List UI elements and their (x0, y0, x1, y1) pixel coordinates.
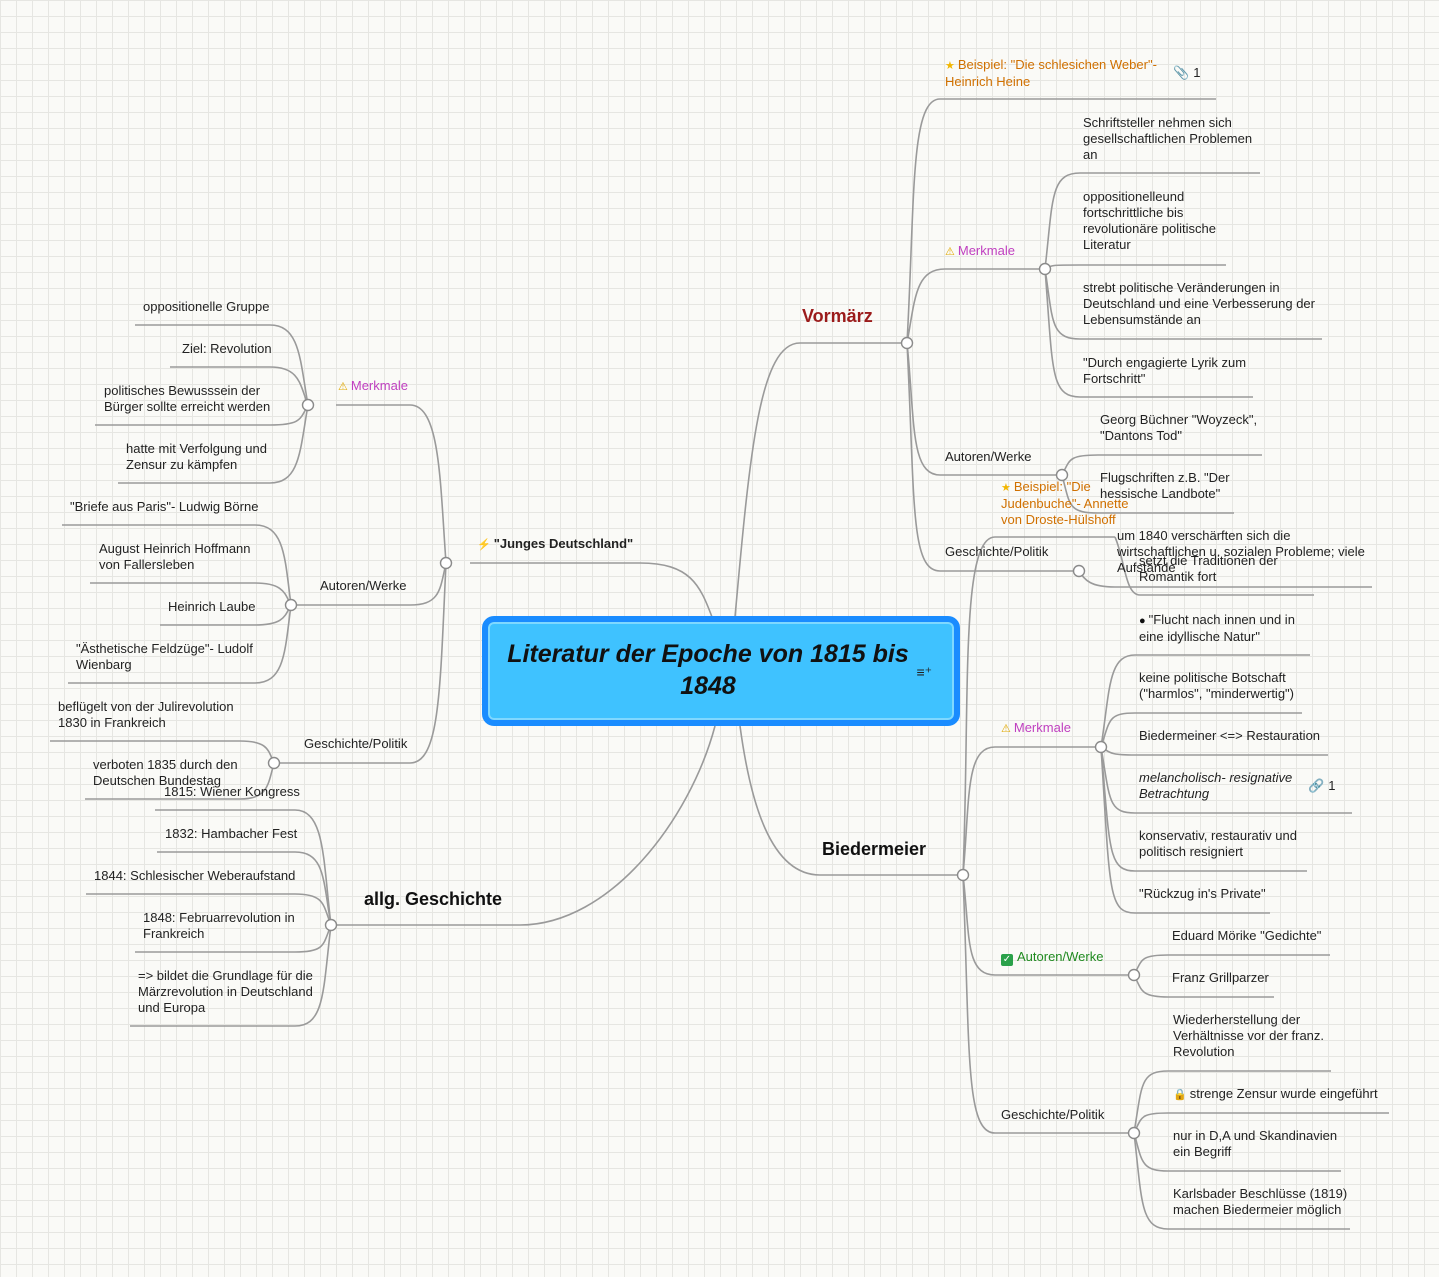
topic-label: Merkmale (957, 243, 1015, 258)
bm-autor-item[interactable]: Eduard Mörike "Gedichte" (1172, 928, 1322, 943)
item-label: "Flucht nach innen und in eine idyllisch… (1139, 612, 1295, 644)
topic-biedermeier[interactable]: Biedermeier (822, 839, 927, 859)
allg-geschichte-item[interactable]: 1832: Hambacher Fest (165, 826, 298, 841)
paperclip-icon: 📎 (1173, 65, 1190, 80)
jd-autor-item[interactable]: "Briefe aus Paris"- Ludwig Börne (70, 499, 259, 514)
bm-merkmal-item[interactable]: "Rückzug in's Private" (1139, 886, 1266, 901)
topic-label: Beispiel: "Die schlesichen Weber"- Heinr… (945, 57, 1157, 89)
jd-merkmal-item[interactable]: politisches Bewusssein der Bürger sollte… (104, 383, 271, 414)
bm-geschichte-item[interactable]: nur in D,A und Skandinavien ein Begriff (1173, 1128, 1338, 1159)
bm-beispiel-item[interactable]: setzt die Traditionen der Romantik fort (1139, 553, 1278, 584)
vm-geschichte-item[interactable]: um 1840 verschärften sich die wirtschaft… (1117, 528, 1365, 575)
topic-label: Beispiel: "Die Judenbuche"- Annette von … (1001, 479, 1129, 527)
star-icon: ★ (1001, 482, 1011, 494)
warning-icon: ⚠ (1001, 723, 1011, 735)
bm-merkmal-item[interactable]: keine politische Botschaft ("harmlos", "… (1139, 670, 1294, 701)
checkmark-icon: ✓ (1001, 954, 1013, 966)
topic-vm-geschichte[interactable]: Geschichte/Politik (945, 544, 1049, 559)
central-topic[interactable]: Literatur der Epoche von 1815 bis 1848 ≡… (482, 616, 960, 726)
topic-jd-geschichte[interactable]: Geschichte/Politik (304, 736, 408, 751)
vm-autor-item[interactable]: Georg Büchner "Woyzeck", "Dantons Tod" (1100, 412, 1258, 443)
link-icon: 🔗 (1308, 778, 1325, 793)
jd-geschichte-item[interactable]: verboten 1835 durch den Deutschen Bundes… (93, 757, 238, 788)
attachment-badge[interactable]: 📎1 (1173, 65, 1200, 81)
bm-merkmal-item[interactable]: Biedermeiner <=> Restauration (1139, 728, 1321, 743)
jd-autor-item[interactable]: "Ästhetische Feldzüge"- Ludolf Wienbarg (76, 641, 253, 672)
link-count: 1 (1328, 778, 1336, 793)
central-topic-title: Literatur der Epoche von 1815 bis 1848 (507, 640, 909, 700)
jd-merkmal-item[interactable]: oppositionelle Gruppe (143, 299, 270, 314)
vm-merkmal-item[interactable]: "Durch engagierte Lyrik zum Fortschritt" (1083, 355, 1247, 386)
item-label: strenge Zensur wurde eingeführt (1189, 1086, 1378, 1101)
vm-merkmal-item[interactable]: Schriftsteller nehmen sich gesellschaftl… (1083, 115, 1253, 162)
vm-merkmal-item[interactable]: oppositionelleund fortschrittliche bis r… (1083, 189, 1216, 252)
topic-label: Merkmale (350, 378, 408, 393)
jd-geschichte-item[interactable]: beflügelt von der Julirevolution 1830 in… (58, 699, 234, 730)
topic-bm-autoren[interactable]: ✓ Autoren/Werke (1001, 949, 1103, 966)
bm-beispiel[interactable]: ★Beispiel: "Die Judenbuche"- Annette von… (1001, 479, 1131, 528)
star-icon: ★ (945, 60, 955, 72)
lightning-icon: ⚡ (477, 539, 491, 551)
topic-junges-deutschland[interactable]: ⚡"Junges Deutschland" (477, 536, 633, 553)
bm-merkmal-item[interactable]: melancholisch- resignative Betrachtung (1139, 770, 1293, 801)
attachment-count: 1 (1193, 65, 1201, 80)
bm-geschichte-item[interactable]: 🔒strenge Zensur wurde eingeführt (1173, 1086, 1378, 1103)
bm-merkmal-item[interactable]: konservativ, restaurativ und politisch r… (1139, 828, 1297, 859)
notes-icon[interactable]: ≡⁺ (916, 664, 932, 680)
allg-geschichte-item[interactable]: 1815: Wiener Kongress (164, 784, 300, 799)
topic-jd-autoren[interactable]: Autoren/Werke (320, 578, 407, 593)
allg-geschichte-item[interactable]: 1848: Februarrevolution in Frankreich (143, 910, 295, 941)
vm-merkmal-item[interactable]: strebt politische Veränderungen in Deuts… (1083, 280, 1315, 327)
warning-icon: ⚠ (945, 246, 955, 258)
allg-geschichte-item[interactable]: => bildet die Grundlage für die Märzrevo… (138, 968, 313, 1015)
apple-icon: ● (1139, 615, 1146, 627)
lock-icon: 🔒 (1173, 1089, 1187, 1101)
topic-bm-merkmale[interactable]: ⚠Merkmale (1001, 720, 1071, 737)
vm-beispiel[interactable]: ★Beispiel: "Die schlesichen Weber"- Hein… (945, 57, 1165, 90)
bm-merkmal-item[interactable]: ●"Flucht nach innen und in eine idyllisc… (1139, 612, 1309, 645)
topic-jd-merkmale[interactable]: ⚠Merkmale (338, 378, 408, 395)
jd-merkmal-item[interactable]: Ziel: Revolution (182, 341, 272, 356)
vm-autor-item[interactable]: Flugschriften z.B. "Der hessische Landbo… (1100, 470, 1230, 501)
topic-label: "Junges Deutschland" (493, 536, 634, 551)
bm-geschichte-item[interactable]: Wiederherstellung der Verhältnisse vor d… (1173, 1012, 1325, 1059)
topic-label: Merkmale (1013, 720, 1071, 735)
topic-vormaerz[interactable]: Vormärz (802, 306, 873, 326)
warning-icon: ⚠ (338, 381, 348, 393)
bm-geschichte-item[interactable]: Karlsbader Beschlüsse (1819) machen Bied… (1173, 1186, 1348, 1217)
bm-autor-item[interactable]: Franz Grillparzer (1172, 970, 1269, 985)
topic-allg-geschichte[interactable]: allg. Geschichte (364, 889, 503, 909)
topic-vm-merkmale[interactable]: ⚠Merkmale (945, 243, 1015, 260)
link-badge[interactable]: 🔗1 (1308, 778, 1335, 794)
topic-vm-autoren[interactable]: Autoren/Werke (945, 449, 1032, 464)
jd-merkmal-item[interactable]: hatte mit Verfolgung und Zensur zu kämpf… (126, 441, 267, 472)
jd-autor-item[interactable]: Heinrich Laube (168, 599, 256, 614)
topic-label: Autoren/Werke (1017, 949, 1104, 964)
jd-autor-item[interactable]: August Heinrich Hoffmann von Fallerslebe… (99, 541, 251, 572)
allg-geschichte-item[interactable]: 1844: Schlesischer Weberaufstand (94, 868, 296, 883)
topic-bm-geschichte[interactable]: Geschichte/Politik (1001, 1107, 1105, 1122)
